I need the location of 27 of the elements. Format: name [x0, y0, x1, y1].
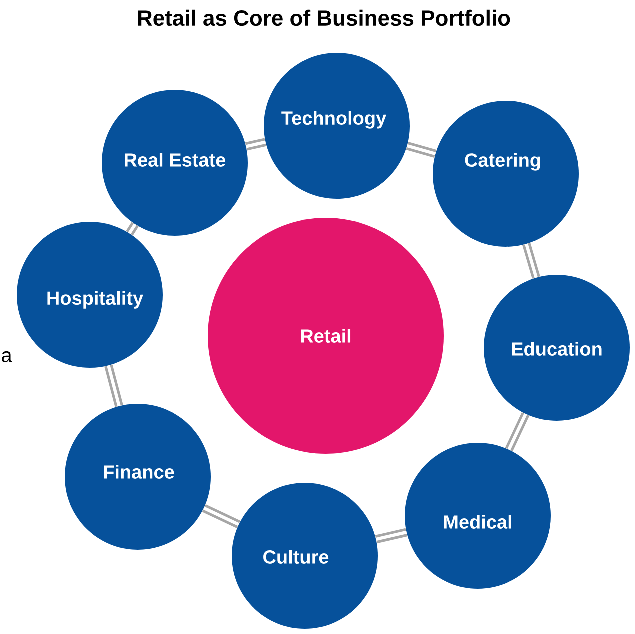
- double-line: [245, 138, 267, 151]
- circle-node: [102, 90, 248, 236]
- node-label: Education: [512, 342, 602, 356]
- center-circle: [208, 218, 444, 454]
- circle-node: [405, 442, 551, 589]
- double-line: [104, 364, 124, 408]
- node-label: Culture: [264, 550, 329, 564]
- node-label: Technology: [282, 111, 387, 129]
- double-line: [202, 504, 241, 528]
- node-label: Finance: [104, 465, 174, 479]
- node-label: Hospitality: [48, 291, 144, 309]
- node-label: Real Estate: [125, 153, 226, 167]
- node-label: Medical: [444, 515, 512, 529]
- double-line: [375, 528, 408, 544]
- circle-node: [65, 404, 211, 550]
- double-line: [406, 142, 437, 158]
- node-label: Catering: [465, 153, 540, 171]
- circle-node: [433, 101, 579, 247]
- circle-node: [484, 274, 630, 421]
- circle-node: [17, 222, 163, 368]
- title: Retail as Core of Business Portfolio: [138, 10, 510, 26]
- double-line: [505, 412, 530, 452]
- node-label: Retail: [301, 329, 351, 343]
- circle-node: [264, 53, 410, 199]
- double-line: [522, 243, 540, 279]
- circle-node: [232, 482, 378, 629]
- double-line: [126, 222, 139, 236]
